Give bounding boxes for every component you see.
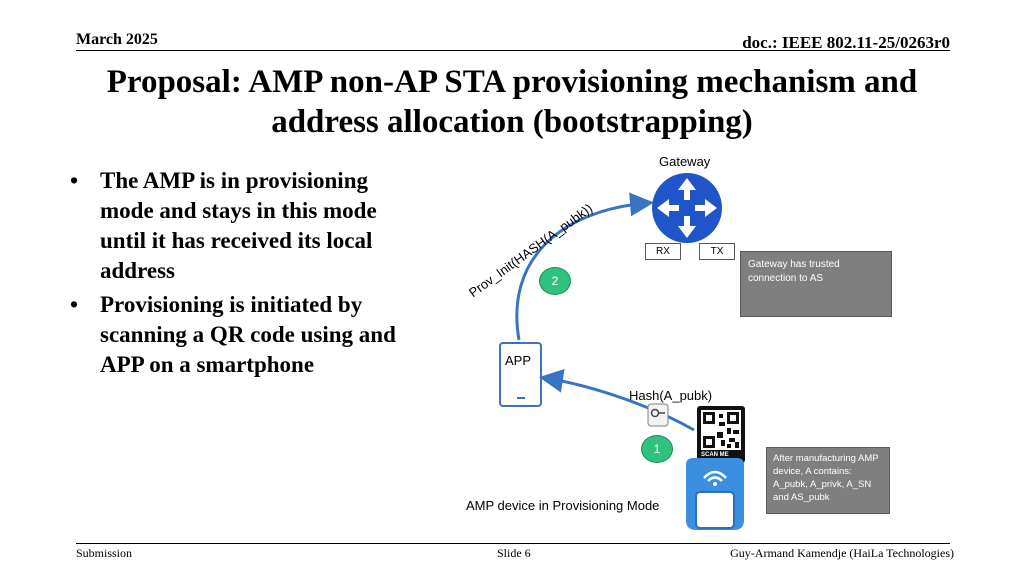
amp-device-icon: [686, 458, 744, 530]
home-button-icon: [517, 397, 525, 399]
step-1-badge: 1: [641, 435, 673, 463]
slide-title: Proposal: AMP non-AP STA provisioning me…: [106, 64, 918, 140]
smartphone-icon: [499, 342, 542, 407]
qr-code-icon: [697, 406, 745, 463]
footer-submission: Submission: [76, 546, 133, 560]
header-doc-id: doc.: IEEE 802.11-25/0263r0: [742, 33, 950, 52]
scan-me-label: SCAN ME: [701, 452, 729, 458]
step-2-badge: 2: [539, 267, 571, 295]
bullet-text: The AMP is in provisioning mode and stay…: [100, 168, 377, 283]
rx-port: RX: [645, 243, 681, 260]
tx-port: TX: [699, 243, 735, 260]
gateway-note: Gateway has trusted connection to AS: [740, 251, 892, 317]
footer-author: Guy-Armand Kamendje (HaiLa Technologies): [730, 546, 954, 560]
bullet-item: •The AMP is in provisioning mode and sta…: [70, 168, 377, 283]
gateway-label: Gateway: [659, 154, 711, 169]
prov-init-arrow: [515, 192, 654, 341]
router-icon: [652, 173, 722, 243]
header-date: March 2025: [76, 31, 158, 48]
footer-divider: [76, 543, 950, 544]
device-note: After manufacturing AMP device, A contai…: [766, 447, 890, 514]
header-divider: [76, 50, 950, 51]
hash-label: Hash(A_pubk): [629, 388, 713, 403]
key-icon: [647, 403, 669, 427]
bullet-list: •The AMP is in provisioning mode and sta…: [66, 166, 426, 384]
hash-arrow: [539, 368, 695, 432]
device-label: AMP device in Provisioning Mode: [466, 498, 660, 513]
app-label: APP: [505, 353, 532, 368]
bullet-item: •Provisioning is initiated by scanning a…: [70, 292, 396, 377]
footer-slide-number: Slide 6: [497, 546, 531, 560]
bullet-text: Provisioning is initiated by scanning a …: [100, 292, 396, 377]
